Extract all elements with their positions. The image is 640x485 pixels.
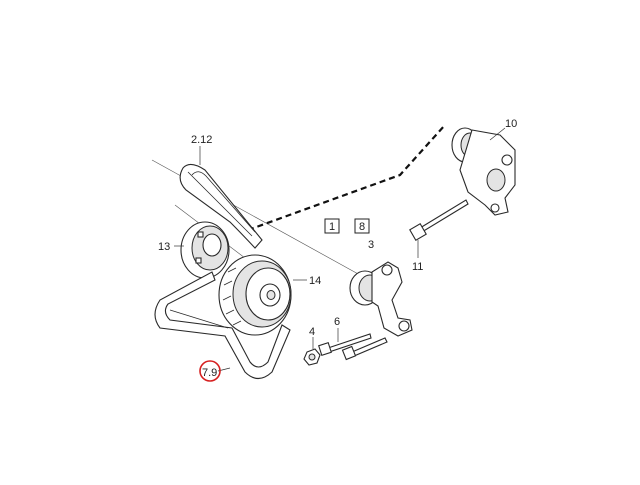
reference-box-8 bbox=[354, 218, 370, 234]
lower-belt-rib bbox=[169, 309, 229, 329]
leader-10 bbox=[489, 127, 506, 141]
reference-box-8-label: 8 bbox=[359, 221, 365, 233]
tensioner-pulley bbox=[349, 261, 413, 337]
reference-box-1-label: 1 bbox=[329, 221, 335, 233]
idler-pulley bbox=[180, 221, 230, 279]
reference-box-1 bbox=[324, 218, 340, 234]
upper-belt bbox=[179, 163, 263, 249]
callout-10: 10 bbox=[505, 118, 517, 130]
callout-11: 11 bbox=[412, 261, 423, 273]
upper-belt-rib-2 bbox=[191, 171, 256, 233]
highlight-circle bbox=[199, 360, 221, 382]
callout-14: 14 bbox=[309, 275, 321, 287]
callout-6: 6 bbox=[334, 316, 340, 328]
callout-13: 13 bbox=[158, 241, 170, 253]
callout-7-9: 7.9 bbox=[202, 367, 217, 379]
bolt-6 bbox=[318, 333, 372, 356]
belt-tensioner-assembly bbox=[451, 127, 516, 216]
nut-4 bbox=[303, 348, 321, 366]
belt-route-dashed-line bbox=[247, 124, 446, 232]
callout-4: 4 bbox=[309, 326, 315, 338]
bolt-11 bbox=[409, 199, 469, 241]
crankshaft-pulley bbox=[218, 254, 292, 336]
callout-3: 3 bbox=[368, 239, 374, 251]
bolt-6b bbox=[341, 337, 388, 361]
upper-belt-rib bbox=[187, 171, 253, 237]
lower-belt bbox=[154, 271, 291, 380]
callout-2-12: 2.12 bbox=[191, 134, 212, 146]
